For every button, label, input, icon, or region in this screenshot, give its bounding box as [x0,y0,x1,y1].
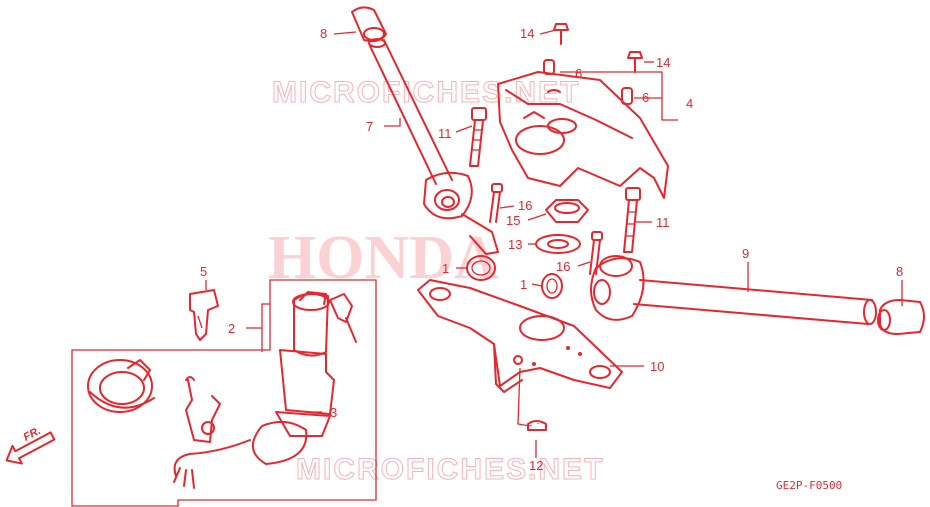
part-screw-a [553,23,569,45]
callout-8-upper: 8 [320,26,327,41]
diagram-code: GE2P-F0500 [776,479,842,492]
part-stud-left [489,183,503,223]
callout-6-upper: 6 [575,66,582,81]
part-bolt-left [469,107,487,167]
front-arrow-icon: FR. [5,425,56,465]
callout-8-lower: 8 [896,264,903,279]
callout-6-right: 6 [642,90,649,105]
callout-16-lower: 16 [556,259,570,274]
callout-5: 5 [200,264,207,279]
part-grip-end-upper [351,6,387,43]
callout-1-left: 1 [442,261,449,276]
part-screw-b [627,51,643,73]
callout-13: 13 [508,237,522,252]
part-top-bridge [497,71,669,199]
callout-7: 7 [366,119,373,134]
part-group-frame [71,279,377,507]
part-screw-bottom [527,420,547,431]
watermark-brand: HONDA [268,224,499,292]
part-rubber-mount-right [541,273,563,299]
callout-11-right: 11 [656,215,670,230]
part-washer [535,234,581,254]
callout-14-upper: 14 [520,26,534,41]
part-switch-cover [87,359,155,413]
part-ignition-bracket [185,376,221,443]
watermark-bottom: MICROFICHES.NET [296,453,604,486]
front-label: FR. [22,425,43,444]
part-bolt-right [623,187,641,253]
part-stem-nut [545,199,589,223]
callout-9: 9 [742,246,749,261]
part-key [189,289,219,341]
leader-lines [205,29,903,458]
callout-10: 10 [650,359,664,374]
part-bottom-bridge [417,279,623,393]
part-rubber-mount-left [466,255,496,281]
callout-12: 12 [529,458,543,473]
callout-16-upper: 16 [518,198,532,213]
callout-1-right: 1 [520,277,527,292]
callout-3: 3 [330,405,337,420]
callout-2: 2 [228,321,235,336]
part-ignition-switch [173,291,357,489]
part-dowel-pin-a [543,59,555,75]
part-right-handlebar [590,255,877,325]
part-left-handlebar [368,38,499,255]
callout-15: 15 [506,213,520,228]
part-grip-end-lower [877,299,925,335]
callout-4: 4 [686,96,693,111]
callout-11-left: 11 [438,126,452,141]
callout-14-right: 14 [656,55,670,70]
part-dowel-pin-b [621,87,633,105]
